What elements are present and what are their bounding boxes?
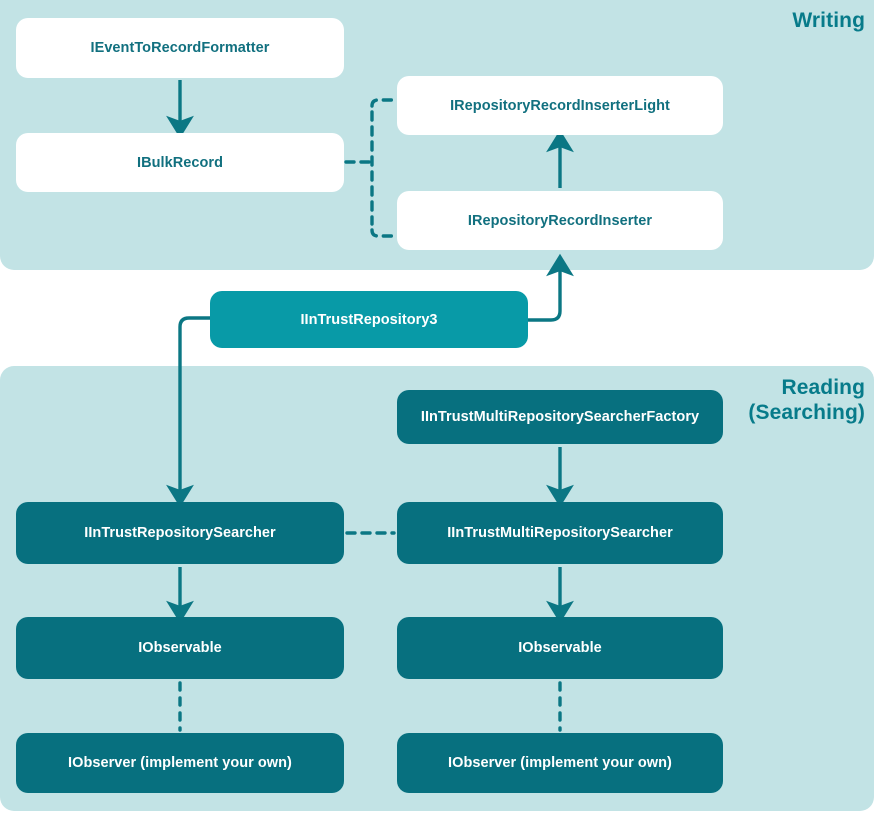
reading-panel-title-line2: (Searching) <box>748 401 865 424</box>
reading-panel-title-line1: Reading <box>781 376 865 399</box>
node-iintrustmultirepositorysearcher[interactable]: IInTrustMultiRepositorySearcher <box>397 502 723 564</box>
writing-panel-title: Writing <box>792 9 865 32</box>
node-iobservable-right[interactable]: IObservable <box>397 617 723 679</box>
node-irepositoryrecordinserter[interactable]: IRepositoryRecordInserter <box>397 191 723 250</box>
node-iintrustrepositorysearcher[interactable]: IInTrustRepositorySearcher <box>16 502 344 564</box>
node-iintrustmultirepositorysearcherfactory[interactable]: IInTrustMultiRepositorySearcherFactory <box>397 390 723 444</box>
node-iobserver-left[interactable]: IObserver (implement your own) <box>16 733 344 793</box>
node-ieventtorecordformatter[interactable]: IEventToRecordFormatter <box>16 18 344 78</box>
reading-panel-title: Reading (Searching) <box>565 375 865 425</box>
node-irepositoryrecordinserterlight[interactable]: IRepositoryRecordInserterLight <box>397 76 723 135</box>
edge-repository3-to-inserter <box>528 253 574 322</box>
node-iobserver-right[interactable]: IObserver (implement your own) <box>397 733 723 793</box>
node-iobservable-left[interactable]: IObservable <box>16 617 344 679</box>
node-ibulkrecord[interactable]: IBulkRecord <box>16 133 344 192</box>
node-iintrustrepository3[interactable]: IInTrustRepository3 <box>210 291 528 348</box>
